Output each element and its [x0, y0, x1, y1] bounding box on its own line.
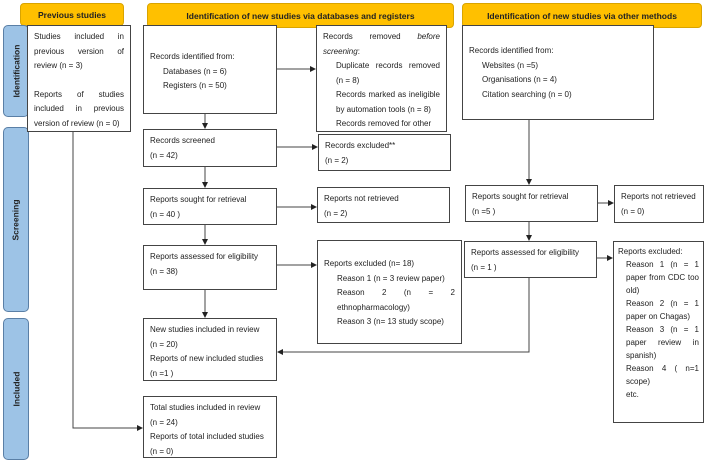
text: (n =5 ) — [472, 206, 496, 216]
records-screened-box: Records screened (n = 42) — [143, 129, 277, 167]
text: Websites (n =5) — [482, 60, 539, 70]
text: Records marked as ineligible by automati… — [336, 90, 440, 114]
arrow — [277, 278, 530, 355]
text: Registers (n = 50) — [163, 81, 227, 90]
other-reports-not-retrieved-box: Reports not retrieved (n = 0) — [614, 185, 704, 223]
text: Records identified from: — [150, 52, 235, 61]
text: (n = 24) — [150, 417, 178, 427]
text: Reason 3 (n= 13 study scope) — [337, 317, 444, 326]
text: (n = 0) — [621, 206, 645, 216]
total-studies-included-box: Total studies included in review (n = 24)… — [143, 396, 277, 458]
text: Studies included in previous version of … — [34, 32, 124, 70]
text: Reports assessed for eligibility — [150, 252, 259, 261]
text: (n = 20) — [150, 339, 178, 349]
reports-excluded-box: Reports excluded (n= 18) Reason 1 (n = 3… — [317, 240, 462, 344]
text: (n = 38) — [150, 266, 178, 276]
records-identified-box: Records identified from: Databases (n = … — [143, 25, 277, 114]
phase-label: Screening — [11, 198, 22, 241]
text: Records removed for other — [336, 119, 432, 128]
text: Reports excluded (n= 18) — [324, 259, 415, 268]
reports-not-retrieved-box: Reports not retrieved (n = 2) — [317, 187, 450, 223]
text: (n = 2) — [324, 208, 348, 218]
text: Reason 4 ( n=1 scope) — [626, 364, 699, 386]
text: (n = 42) — [150, 150, 178, 160]
phase-included: Included — [3, 318, 29, 460]
other-reports-assessed-box: Reports assessed for eligibility (n = 1 ) — [464, 241, 597, 278]
text: Reason 1 (n = 1 paper from CDC too old) — [626, 260, 699, 295]
text: Databases (n = 6) — [163, 66, 227, 76]
other-reports-sought-box: Reports sought for retrieval (n =5 ) — [465, 185, 598, 222]
header-other-methods: Identification of new studies via other … — [462, 3, 702, 28]
new-studies-included-box: New studies included in review (n = 20) R… — [143, 318, 277, 381]
phase-screening: Screening — [3, 127, 29, 312]
phase-identification: Identification — [3, 25, 29, 117]
other-reports-excluded-box: Reports excluded: Reason 1 (n = 1 paper … — [613, 241, 704, 423]
records-excluded-box: Records excluded** (n = 2) — [318, 134, 451, 171]
text: (n = 2) — [325, 155, 349, 165]
text: Reports not retrieved — [324, 194, 399, 203]
text: Reports assessed for eligibility — [471, 248, 580, 257]
text: Records removed before screening: — [323, 32, 440, 56]
text: Reports of total included studies — [150, 432, 264, 441]
text: Reports not retrieved — [621, 192, 696, 201]
text: (n =1 ) — [150, 368, 174, 378]
text: Reports of studies included in previous … — [34, 89, 124, 128]
phase-label: Included — [11, 371, 22, 407]
text-etc: etc. — [626, 390, 639, 399]
previous-studies-box: Studies included in previous version of … — [27, 25, 131, 132]
text: Records identified from: — [469, 46, 554, 55]
text: New studies included in review — [150, 325, 260, 334]
arrow — [72, 132, 143, 431]
other-records-identified-box: Records identified from: Websites (n =5)… — [462, 25, 654, 120]
phase-label: Identification — [11, 44, 22, 98]
text: Reason 1 (n = 3 review paper) — [337, 273, 445, 283]
text: Records excluded** — [325, 141, 396, 150]
text: Reason 2 (n = 1 paper on Chagas) — [626, 299, 699, 321]
text: (n = 0) — [150, 446, 174, 456]
text: Reason 3 (n = 1 paper review in spanish) — [626, 325, 699, 360]
header-previous-studies: Previous studies — [20, 3, 124, 26]
text: Organisations (n = 4) — [482, 75, 557, 84]
text: Reports of new included studies — [150, 354, 264, 363]
header-databases: Identification of new studies via databa… — [147, 3, 454, 28]
text: Reports sought for retrieval — [472, 192, 569, 201]
text: Total studies included in review — [150, 403, 261, 412]
reports-assessed-box: Reports assessed for eligibility (n = 38) — [143, 245, 277, 290]
records-removed-box: Records removed before screening: Duplic… — [316, 25, 447, 132]
text: Records screened — [150, 136, 215, 145]
text: (n = 40 ) — [150, 209, 181, 219]
text: (n = 1 ) — [471, 262, 497, 272]
text: Reports excluded: — [618, 247, 683, 256]
text: Citation searching (n = 0) — [482, 89, 572, 99]
text: Duplicate records removed (n = 8) — [336, 61, 440, 85]
text: Reports sought for retrieval — [150, 195, 247, 204]
reports-sought-box: Reports sought for retrieval (n = 40 ) — [143, 188, 277, 225]
text: Reason 2 (n = 2 ethnopharmacology) — [337, 288, 455, 312]
